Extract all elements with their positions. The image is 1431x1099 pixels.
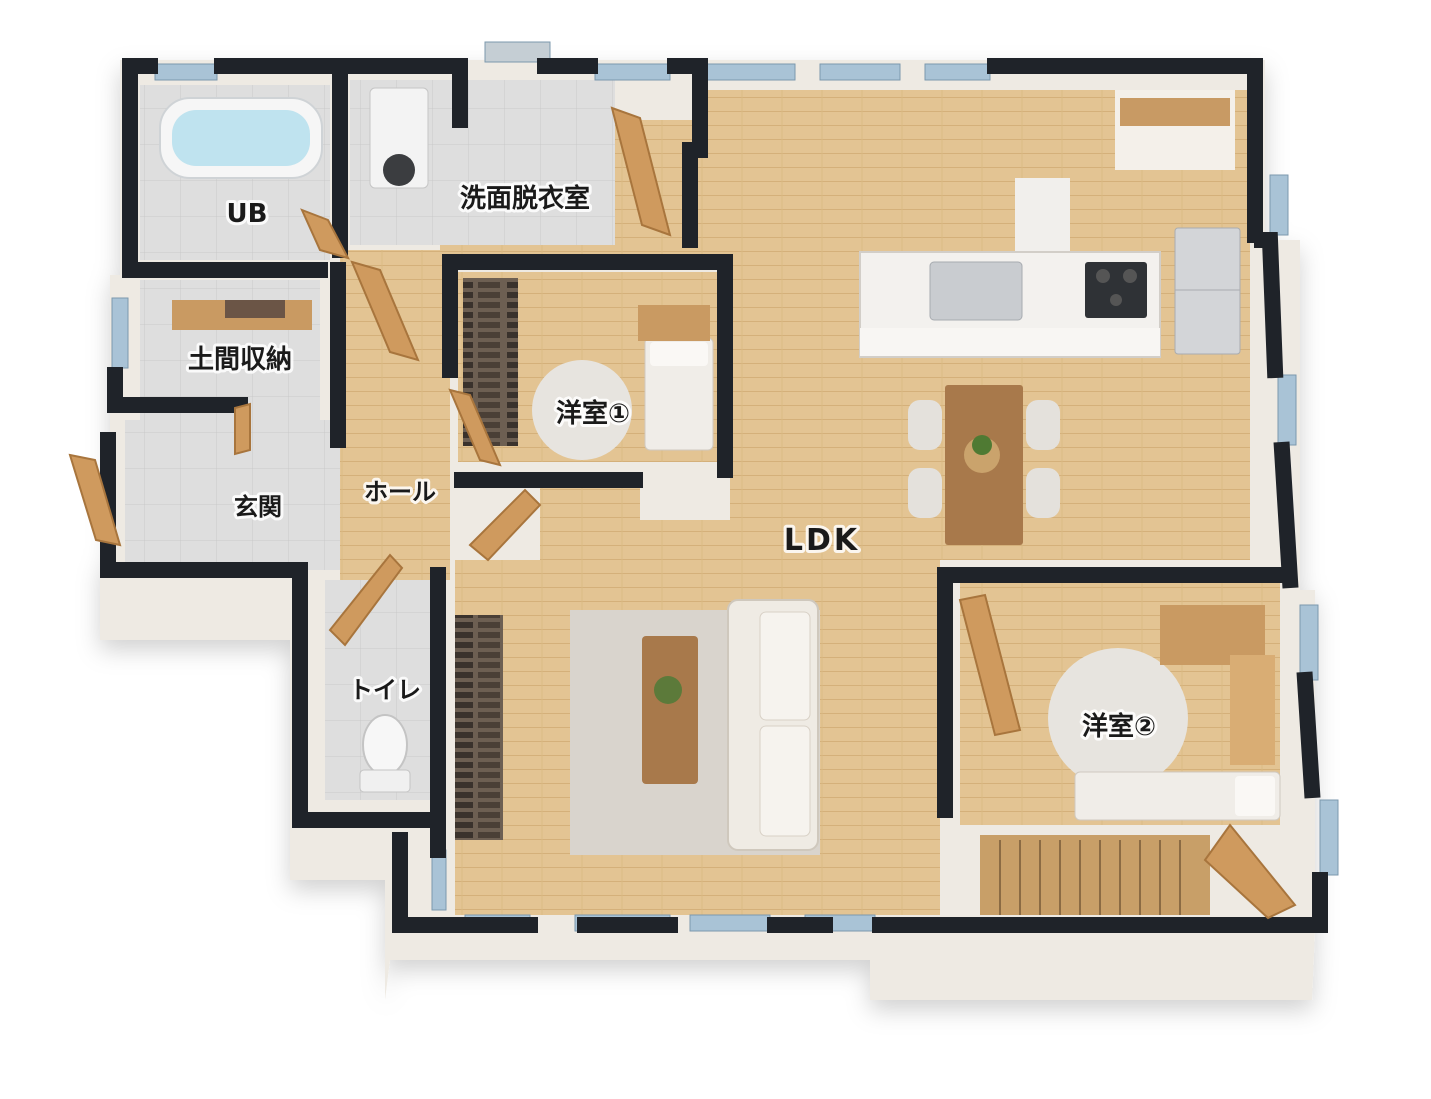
window — [689, 914, 771, 932]
door — [68, 453, 122, 547]
walls — [100, 58, 1328, 933]
refrigerator-icon — [1174, 227, 1241, 355]
window — [154, 63, 218, 81]
room-label-bedroom1: 洋室① — [556, 398, 630, 429]
door — [300, 208, 350, 260]
bathtub-icon — [159, 97, 323, 179]
side-table — [638, 305, 710, 341]
sofa-icon — [727, 599, 819, 851]
dining-set — [908, 385, 1060, 545]
room-label-bedroom2: 洋室② — [1082, 711, 1156, 742]
room-label-ub: UB — [227, 199, 268, 229]
door — [958, 593, 1022, 737]
room-label-washroom: 洗面脱衣室 — [460, 183, 590, 214]
bedroom2-furniture — [1048, 605, 1281, 821]
window — [594, 63, 671, 81]
kitchen-counter-icon — [859, 251, 1161, 358]
window — [111, 297, 129, 369]
window — [1277, 374, 1297, 446]
plant-icon — [654, 676, 682, 704]
hall-closet-shelf — [455, 615, 503, 840]
bed-icon — [1074, 771, 1281, 821]
room-label-hall: ホール — [364, 478, 436, 506]
room-label-toilet: トイレ — [349, 676, 421, 704]
wet-fixtures — [159, 87, 503, 840]
round-rug — [1048, 648, 1188, 788]
door — [610, 106, 672, 237]
room-label-storage: 土間収納 — [188, 344, 292, 375]
door — [350, 260, 420, 362]
chair-icon — [1026, 468, 1060, 518]
side-cabinet — [1230, 655, 1275, 765]
bed-icon — [644, 337, 714, 451]
window — [1319, 799, 1339, 876]
room-label-ldk: LDK — [784, 523, 860, 558]
chair-icon — [908, 468, 942, 518]
window — [431, 849, 447, 911]
door — [1203, 823, 1297, 920]
toilet-icon — [359, 714, 411, 793]
washing-machine-icon — [369, 87, 429, 189]
kitchen — [859, 90, 1241, 358]
window — [819, 63, 901, 81]
window — [699, 63, 796, 81]
door — [234, 402, 251, 456]
room-label-entrance: 玄関 — [234, 493, 282, 521]
door — [468, 488, 542, 562]
bedroom1-furniture — [463, 278, 714, 460]
hall-floor — [340, 250, 450, 580]
chair-icon — [908, 400, 942, 450]
coffee-table — [642, 636, 698, 784]
window — [924, 63, 991, 81]
door — [328, 553, 404, 647]
stairs — [999, 840, 1181, 915]
round-rug — [532, 360, 632, 460]
range-hood — [1015, 178, 1070, 258]
door — [448, 388, 502, 467]
stairs-floor — [980, 835, 1210, 915]
entrance-floor — [125, 420, 340, 570]
window — [484, 41, 551, 63]
doors — [68, 106, 1297, 920]
living-furniture — [570, 599, 820, 855]
window — [1269, 174, 1289, 236]
window — [1299, 604, 1319, 681]
room-labels: UB 洗面脱衣室 土間収納 洋室① ホール 玄関 LDK トイレ 洋室② — [185, 180, 1159, 745]
chair-icon — [1026, 400, 1060, 450]
